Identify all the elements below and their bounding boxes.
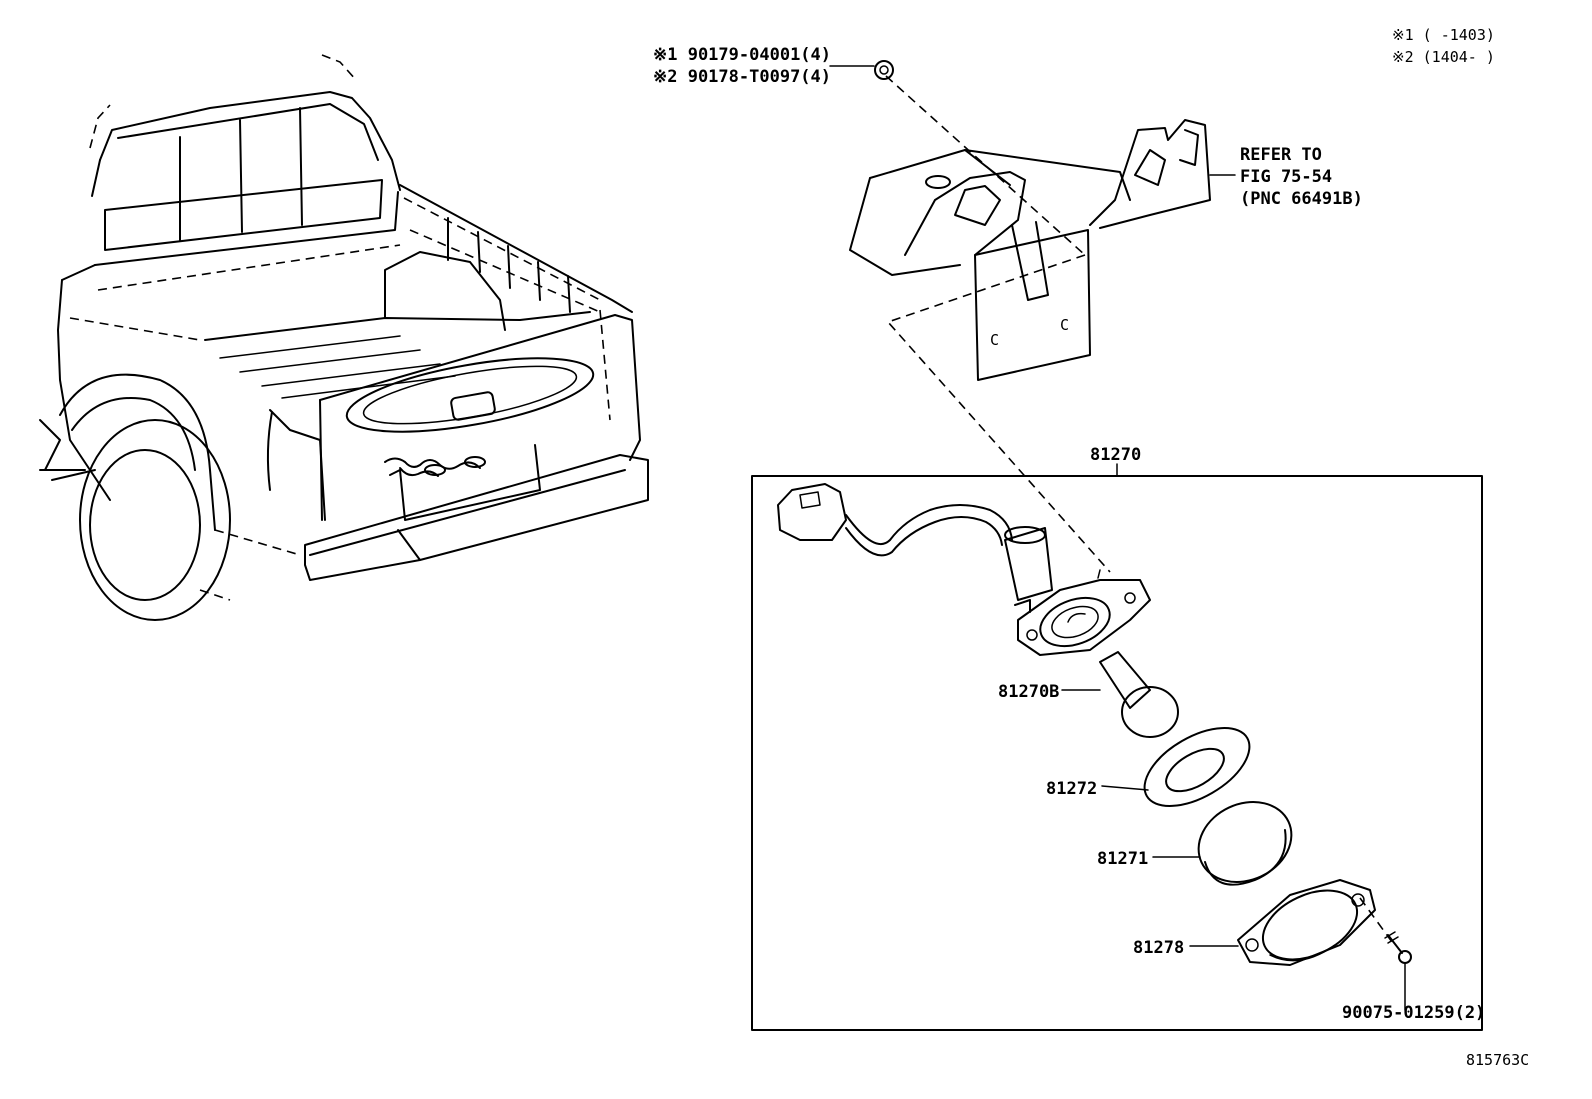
figure-id: 815763C — [1466, 1051, 1529, 1069]
part-label-cover: 81278 — [1133, 938, 1184, 958]
part-label-bulb: 81270B — [998, 682, 1059, 702]
assembly-box — [751, 475, 1483, 1031]
nut-icon — [874, 60, 894, 80]
refer-line-2: FIG 75-54 — [1240, 167, 1332, 187]
bulb-illustration — [1099, 651, 1179, 738]
bracket-mark-right: C — [1060, 316, 1069, 334]
screw-illustration — [1384, 931, 1412, 964]
part-label-assembly: 81270 — [1090, 445, 1141, 465]
fastener-label-2: ※2 90178-T0097(4) — [653, 67, 831, 87]
truck-illustration — [39, 54, 649, 621]
socket-illustration — [777, 483, 1151, 656]
note-2: ※2 (1404- ) — [1392, 48, 1495, 66]
refer-line-1: REFER TO — [1240, 145, 1322, 165]
note-1: ※1 ( -1403) — [1392, 26, 1495, 44]
cover-illustration — [1237, 879, 1376, 966]
fastener-label-1: ※1 90179-04001(4) — [653, 45, 831, 65]
part-label-gasket: 81272 — [1046, 779, 1097, 799]
lens-illustration — [1197, 801, 1293, 886]
bracket-mark-left: C — [990, 331, 999, 349]
part-label-lens: 81271 — [1097, 849, 1148, 869]
refer-line-3: (PNC 66491B) — [1240, 189, 1363, 209]
gasket-illustration — [1143, 727, 1251, 807]
part-label-screw: 90075-01259(2) — [1342, 1003, 1485, 1023]
bracket-illustration: C C — [849, 119, 1211, 381]
